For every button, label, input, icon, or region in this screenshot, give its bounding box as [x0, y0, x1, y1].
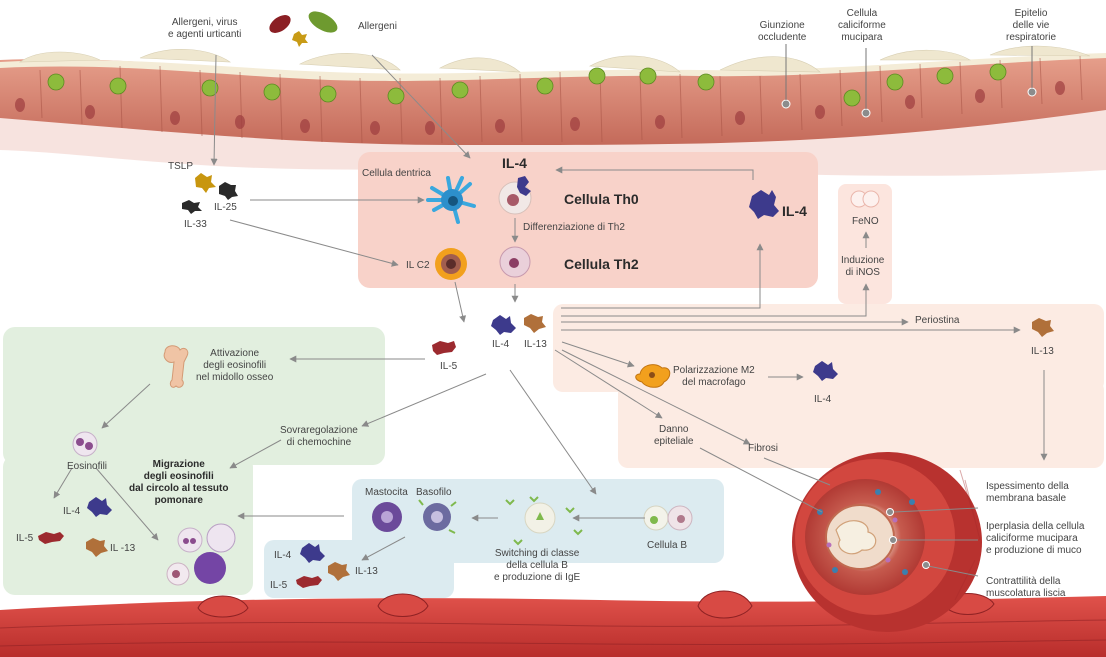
- il13-molecule-eos: [86, 538, 108, 557]
- il5-molecule-eos: [38, 532, 64, 544]
- il13-molecule-center: [524, 314, 546, 333]
- label-il4-center: IL-4: [492, 339, 510, 350]
- label-il4-eos: IL-4: [63, 506, 81, 517]
- ilc2-cell: [435, 248, 467, 280]
- il4-molecule-mast: [300, 543, 325, 563]
- label-airway-epithelium: Epitelio delle vie respiratorie: [1006, 8, 1057, 43]
- label-il4-top: IL-4: [502, 155, 527, 171]
- il13-molecule-right: [1032, 318, 1054, 337]
- label-il5-eos: IL-5: [16, 533, 34, 544]
- il4-molecule-m2: [813, 361, 838, 381]
- label-basophil: Basofilo: [416, 487, 452, 498]
- label-il4-m2: IL-4: [814, 394, 832, 405]
- migrating-cells-cluster: [166, 523, 236, 586]
- tslp-il25-il33-molecules: [182, 173, 238, 214]
- label-il13-mast: IL-13: [355, 566, 378, 577]
- m2-macrophage: [635, 364, 671, 388]
- label-bcell: Cellula B: [647, 540, 688, 551]
- feno-bubbles: [850, 190, 880, 208]
- dendritic-cell: [426, 176, 476, 224]
- label-allergens-irritants: Allergeni, virus e agenti urticanti: [168, 17, 242, 40]
- label-chemokine: Sovraregolazione di chemochine: [280, 425, 358, 448]
- bone-marrow-icon: [163, 345, 189, 388]
- il4-molecule-center: [491, 315, 516, 335]
- label-il33: IL-33: [184, 219, 207, 230]
- label-epithelial-damage: Danno epiteliale: [654, 424, 694, 447]
- bcell-switching: [505, 496, 583, 546]
- label-eosinophils: Eosinofili: [67, 461, 108, 472]
- allergen-particles: [269, 11, 338, 47]
- airway-epithelium-layer: [0, 44, 1106, 176]
- label-migration: Migrazione degli eosinofili dal circolo …: [129, 459, 229, 506]
- label-smooth-muscle: Contrattilità della muscolatura liscia: [986, 576, 1066, 599]
- il4-molecule-right: [749, 190, 779, 219]
- th0-cell: [498, 176, 532, 215]
- label-th2: Cellula Th2: [564, 256, 639, 272]
- effects-panel-lower: [618, 380, 1104, 468]
- label-il4-mast: IL-4: [274, 550, 292, 561]
- label-th2-differentiation: Differenziazione di Th2: [523, 222, 625, 233]
- label-goblet-hyperplasia: Iperplasia della cellula caliciforme muc…: [986, 521, 1085, 556]
- label-il13-center: IL-13: [524, 339, 547, 350]
- label-allergens: Allergeni: [358, 21, 397, 32]
- label-il13-eos: IL -13: [110, 543, 136, 554]
- label-th0: Cellula Th0: [564, 191, 639, 207]
- pathway-arrows: [53, 54, 1048, 577]
- mast-cell: [372, 502, 402, 532]
- label-goblet-cell: Cellula caliciforme mucipara: [838, 8, 886, 43]
- label-dendritic-cell: Cellula dentrica: [362, 168, 431, 179]
- label-periostin: Periostina: [915, 315, 960, 326]
- label-mast-cell: Mastocita: [365, 487, 408, 498]
- label-tight-junction: Giunzione occludente: [758, 20, 807, 43]
- basophil-cell: [418, 499, 457, 534]
- label-il5-center: IL-5: [440, 361, 458, 372]
- th-cell-panel: [358, 152, 818, 288]
- label-m2-polarization: Polarizzazione M2 del macrofago: [673, 365, 755, 388]
- label-eos-activation: Attivazione degli eosinofili nel midollo…: [196, 348, 274, 383]
- il13-molecule-mast: [328, 562, 350, 581]
- label-il4-right: IL-4: [782, 203, 807, 219]
- effects-panel: [553, 304, 1104, 392]
- label-fibrosis: Fibrosi: [748, 443, 779, 454]
- label-ilc2: IL C2: [406, 260, 430, 271]
- label-il13-right: IL-13: [1031, 346, 1054, 357]
- feno-panel: [838, 184, 892, 304]
- eosinophil-panel-lower: [3, 455, 253, 595]
- th2-cell: [499, 246, 531, 278]
- il5-molecule-center: [432, 341, 456, 355]
- il4-molecule-eos: [87, 497, 112, 517]
- airway-cross-section: [792, 452, 982, 632]
- label-basement-membrane: Ispessimento della membrana basale: [986, 481, 1069, 504]
- label-feno: FeNO: [852, 216, 879, 227]
- label-bcell-switching: Switching di classe della cellula B e pr…: [494, 548, 581, 583]
- bcell-pair: [643, 505, 693, 531]
- il5-molecule-mast: [296, 576, 322, 588]
- label-il5-mast: IL-5: [270, 580, 288, 591]
- label-tslp: TSLP: [168, 161, 194, 172]
- label-inos: Induzione di iNOS: [841, 255, 885, 278]
- eosinophil-cell: [72, 431, 98, 457]
- label-il25: IL-25: [214, 202, 237, 213]
